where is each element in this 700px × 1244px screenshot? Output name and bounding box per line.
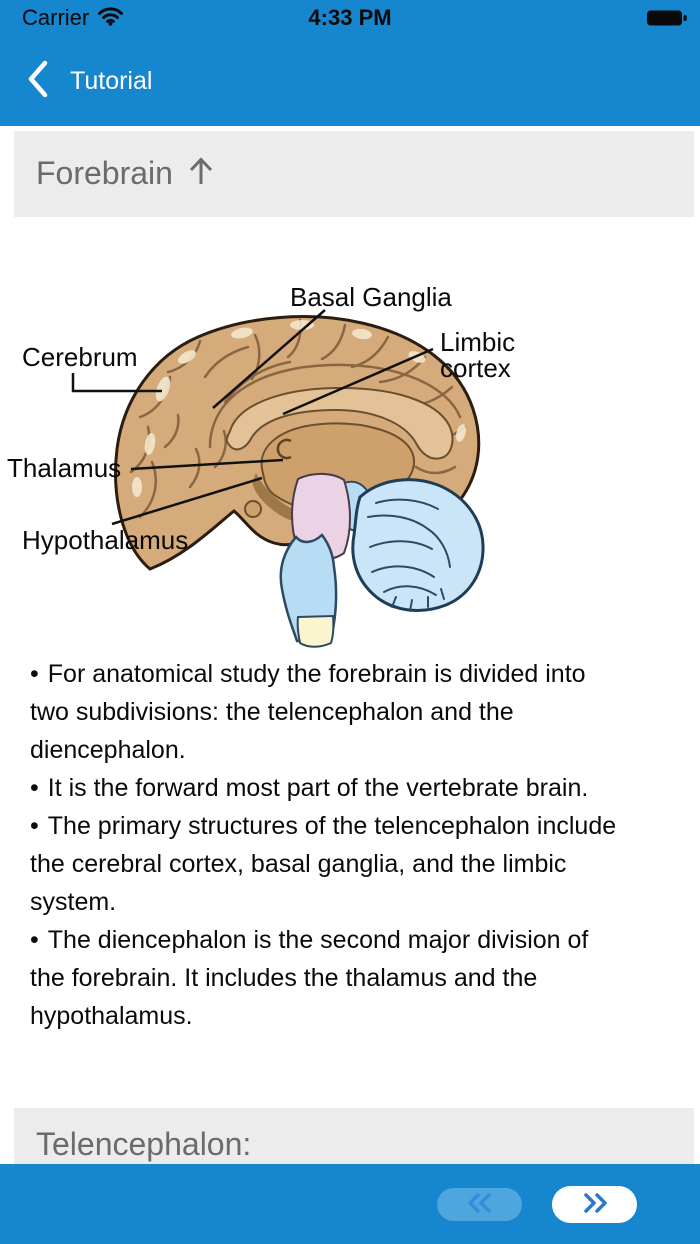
spinal-cord-shape <box>296 614 335 648</box>
clock: 4:33 PM <box>308 5 392 30</box>
limbic-cortex-leader-line <box>282 347 434 416</box>
bullet-item: • It is the forward most part of the vert… <box>30 769 630 807</box>
thalamus-leader-line <box>130 458 284 471</box>
pons-shape <box>291 472 351 561</box>
corpus-callosum-shape <box>225 386 454 460</box>
top-bar-background <box>0 0 700 126</box>
label-basal-ganglia: Basal Ganglia <box>290 282 452 312</box>
carrier-label: Carrier <box>22 5 90 30</box>
bullet-marker: • <box>30 812 39 840</box>
up-arrow-icon <box>187 155 215 192</box>
bullet-text: The diencephalon is the second major div… <box>30 926 589 1030</box>
wifi-icon <box>97 6 124 31</box>
bullet-text: It is the forward most part of the verte… <box>47 774 589 802</box>
label-thalamus: Thalamus <box>7 453 121 483</box>
bottom-toolbar <box>0 1164 700 1244</box>
mammillary-body-shape <box>244 500 262 518</box>
back-button-label: Tutorial <box>70 66 153 95</box>
status-bar: Carrier 4:33 PM <box>0 0 700 36</box>
cerebellum-folds <box>367 498 451 612</box>
section-header-forebrain[interactable]: Forebrain <box>14 131 694 217</box>
label-cortex: cortex <box>440 353 511 383</box>
navigation-bar: Tutorial <box>0 36 700 126</box>
cerebrum-leader-line <box>71 373 162 393</box>
bullet-item: •The diencephalon is the second major di… <box>30 921 630 1035</box>
label-hypothalamus: Hypothalamus <box>22 525 188 555</box>
hypothalamus-leader-line <box>111 476 263 526</box>
gyri-highlights <box>132 320 466 497</box>
bullet-marker: • <box>30 774 39 802</box>
basal-ganglia-leader-line <box>212 309 326 409</box>
double-chevron-right-icon <box>581 1192 609 1217</box>
battery-full-icon <box>646 8 688 33</box>
fornix-mark <box>276 438 292 460</box>
back-button[interactable]: Tutorial <box>26 59 152 104</box>
label-cerebrum: Cerebrum <box>22 342 138 372</box>
bullet-marker: • <box>30 660 39 688</box>
bullet-item: •The primary structures of the telenceph… <box>30 807 630 921</box>
previous-page-button[interactable] <box>437 1187 522 1221</box>
lesson-text: •For anatomical study the forebrain is d… <box>30 655 630 1035</box>
bullet-marker: • <box>30 926 39 954</box>
bullet-item: •For anatomical study the forebrain is d… <box>30 655 630 769</box>
brainstem-shape <box>279 533 338 643</box>
bullet-text: The primary structures of the telencepha… <box>30 812 617 916</box>
double-chevron-left-icon <box>466 1192 494 1217</box>
section-title: Telencephalon: <box>36 1126 252 1162</box>
brain-diagram: Basal Ganglia Cerebrum Limbic cortex Tha… <box>7 282 515 648</box>
bullet-text: For anatomical study the forebrain is di… <box>30 660 586 764</box>
chevron-left-icon <box>26 59 50 104</box>
cerebellum-shape <box>351 478 485 612</box>
next-page-button[interactable] <box>552 1185 637 1223</box>
label-limbic: Limbic <box>440 327 515 357</box>
section-title: Forebrain <box>36 155 173 191</box>
